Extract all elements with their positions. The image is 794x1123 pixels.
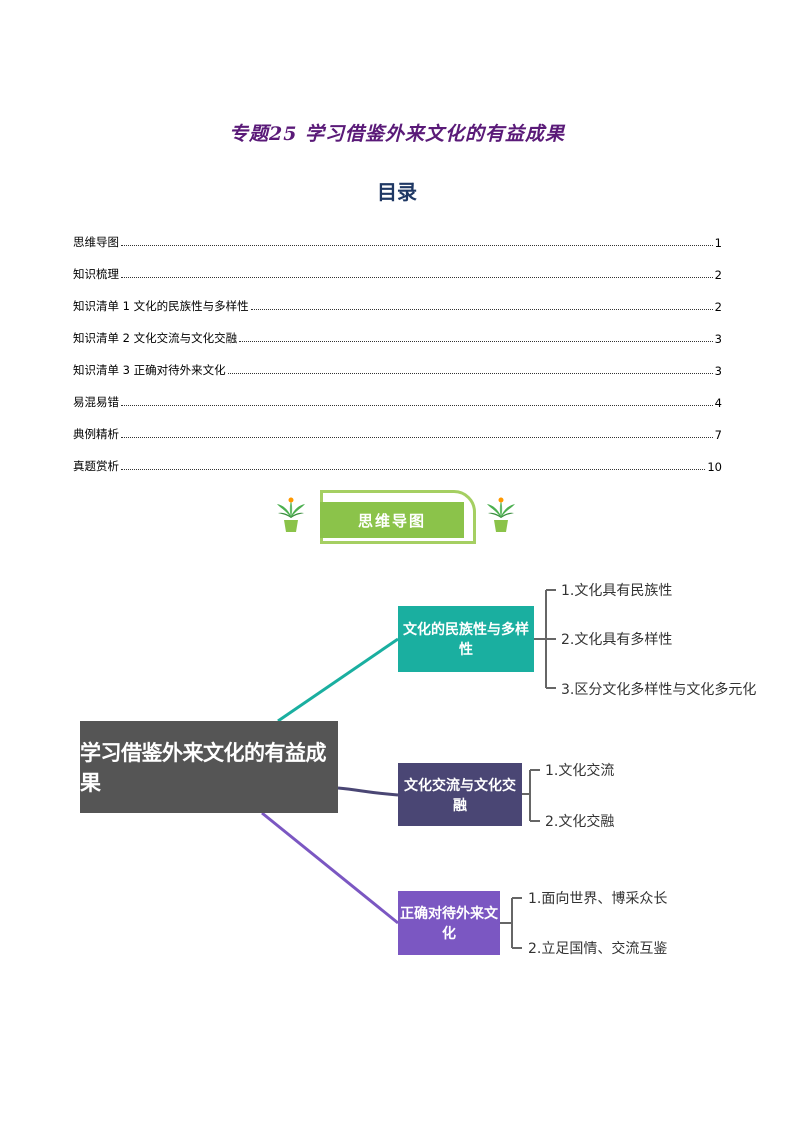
toc-entry-label: 知识清单 1 文化的民族性与多样性 — [73, 299, 249, 313]
toc-leader-dots — [121, 405, 713, 406]
toc-entry-page: 3 — [714, 332, 722, 346]
mind-map-branch: 正确对待外来文化 — [398, 891, 500, 955]
potted-plant-icon — [487, 497, 515, 532]
toc-entry-page: 4 — [714, 396, 722, 410]
toc-entry-page: 10 — [707, 460, 722, 474]
mind-map-leaf: 2.文化具有多样性 — [561, 632, 673, 648]
toc-heading: 目录 — [377, 180, 417, 204]
toc-entry[interactable]: 知识清单 1 文化的民族性与多样性 2 — [73, 282, 722, 314]
toc-entry[interactable]: 思维导图 1 — [73, 218, 722, 250]
toc-entry-page: 2 — [714, 268, 722, 282]
document-title: 专题25 学习借鉴外来文化的有益成果 — [228, 123, 566, 145]
toc-entry-label: 知识清单 2 文化交流与文化交融 — [73, 331, 238, 345]
mind-map: 学习借鉴外来文化的有益成果 文化的民族性与多样性 1.文化具有民族性 2.文化具… — [0, 560, 794, 980]
toc-entry-page: 3 — [714, 364, 722, 378]
toc-entry-label: 易混易错 — [73, 395, 119, 409]
toc-entry[interactable]: 真题赏析 10 — [73, 442, 722, 474]
toc-entry-label: 思维导图 — [73, 235, 119, 249]
mind-map-branch: 文化交流与文化交融 — [398, 763, 522, 826]
toc-entry[interactable]: 典例精析 7 — [73, 410, 722, 442]
section-banner: 思维导图 — [276, 490, 521, 544]
mind-map-leaf: 3.区分文化多样性与文化多元化 — [561, 682, 757, 698]
toc-entry-page: 7 — [714, 428, 722, 442]
toc-leader-dots — [121, 469, 706, 470]
mind-map-branch: 文化的民族性与多样性 — [398, 606, 534, 672]
mind-map-root: 学习借鉴外来文化的有益成果 — [80, 721, 338, 813]
toc-entry-page: 1 — [714, 236, 722, 250]
toc-leader-dots — [121, 437, 713, 438]
potted-plant-icon — [277, 497, 305, 532]
toc-leader-dots — [239, 341, 713, 342]
toc-entry-label: 典例精析 — [73, 427, 119, 441]
toc-entry[interactable]: 易混易错 4 — [73, 378, 722, 410]
toc-leader-dots — [121, 277, 713, 278]
mind-map-leaf: 1.文化交流 — [545, 763, 615, 779]
toc-entry[interactable]: 知识梳理 2 — [73, 250, 722, 282]
toc-entry-page: 2 — [714, 300, 722, 314]
mind-map-leaf: 2.文化交融 — [545, 814, 615, 830]
mind-map-leaf: 1.文化具有民族性 — [561, 583, 673, 599]
toc-entry-label: 知识梳理 — [73, 267, 119, 281]
toc-entry-label: 真题赏析 — [73, 459, 119, 473]
banner-label: 思维导图 — [320, 502, 464, 538]
toc-entry-label: 知识清单 3 正确对待外来文化 — [73, 363, 226, 377]
mind-map-leaf: 2.立足国情、交流互鉴 — [528, 941, 668, 957]
toc-entry[interactable]: 知识清单 2 文化交流与文化交融 3 — [73, 314, 722, 346]
table-of-contents: 思维导图 1 知识梳理 2 知识清单 1 文化的民族性与多样性 2 知识清单 2… — [73, 218, 722, 474]
toc-leader-dots — [121, 245, 713, 246]
toc-leader-dots — [250, 309, 713, 310]
toc-leader-dots — [227, 373, 713, 374]
mind-map-connectors — [261, 589, 556, 949]
toc-entry[interactable]: 知识清单 3 正确对待外来文化 3 — [73, 346, 722, 378]
mind-map-leaf: 1.面向世界、博采众长 — [528, 891, 668, 907]
